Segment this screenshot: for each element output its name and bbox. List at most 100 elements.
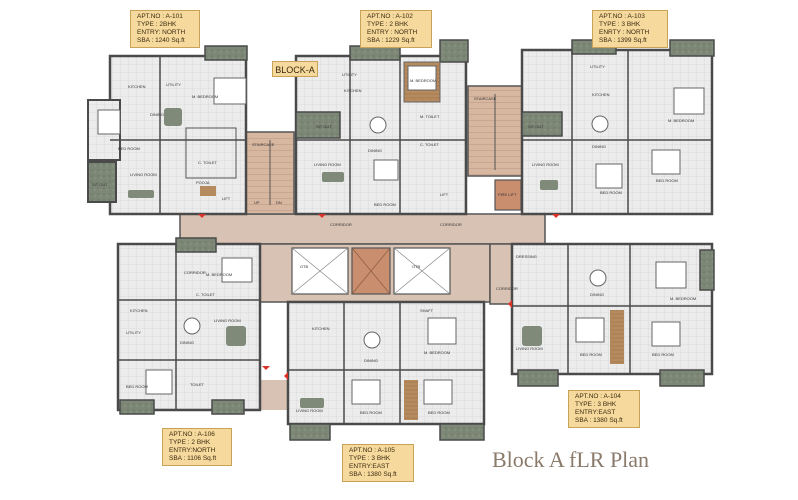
room-label: LIFT bbox=[222, 196, 231, 201]
room-label: KITCHEN bbox=[312, 326, 330, 331]
room-label: LIVING ROOM bbox=[516, 346, 543, 351]
info-line: APT.NO : A-103 bbox=[599, 13, 645, 20]
info-line: ENTRY : NORTH bbox=[367, 29, 418, 36]
room-label: KITCHEN bbox=[128, 84, 146, 89]
room-label: SHAFT bbox=[420, 308, 434, 313]
room-label: STAIRCASE bbox=[474, 96, 497, 101]
room-label: UTILITY bbox=[126, 330, 141, 335]
apartment-info-a102: APT.NO : A-102 TYPE : 2 BHK ENTRY : NORT… bbox=[360, 10, 432, 48]
room-label: KITCHEN bbox=[592, 92, 610, 97]
room-label: LIFT bbox=[440, 192, 449, 197]
room-label: CORRIDOR bbox=[184, 270, 206, 275]
info-line: APT.NO : A-101 bbox=[137, 13, 183, 20]
entry-markers bbox=[198, 214, 560, 380]
info-line: APT.NO : A-106 bbox=[169, 431, 215, 438]
room-label: DRESSING bbox=[516, 254, 537, 259]
room-label: DINING bbox=[368, 148, 382, 153]
room-label: FIRE LIFT bbox=[498, 192, 517, 197]
room-label: BED ROOM bbox=[652, 352, 674, 357]
room-label: M. BEDROOM bbox=[424, 350, 450, 355]
room-label: SIT OUT bbox=[316, 124, 332, 129]
apartment-info-a106: APT.NO : A-106 TYPE : 2 BHK ENTRY:NORTH … bbox=[162, 428, 232, 466]
room-label: SIT OUT bbox=[528, 124, 544, 129]
info-line: ENTRY:EAST bbox=[575, 409, 616, 416]
room-label: BED ROOM bbox=[126, 384, 148, 389]
apartment-a103 bbox=[520, 39, 715, 216]
room-label: DINING bbox=[150, 112, 164, 117]
room-label: BED ROOM bbox=[374, 202, 396, 207]
room-label: C. TOILET bbox=[198, 160, 218, 165]
room-label: LIVING ROOM bbox=[296, 408, 323, 413]
lift-well-center bbox=[351, 247, 391, 295]
room-label: CORRIDOR bbox=[496, 286, 518, 291]
room-label: POOJA bbox=[196, 180, 210, 185]
room-label: BED ROOM bbox=[600, 190, 622, 195]
room-label: M. TOILET bbox=[420, 114, 440, 119]
room-label: KITCHEN bbox=[130, 308, 148, 313]
room-label: LIVING ROOM bbox=[314, 162, 341, 167]
apartment-info-a103: APT.NO : A-103 TYPE : 3 BHK ENRTY : NORT… bbox=[592, 10, 668, 48]
room-label: DN bbox=[276, 200, 282, 205]
apartment-info-a101: APT.NO : A-101 TYPE : 2BHK ENTRY: NORTH … bbox=[130, 10, 200, 48]
room-label: UTILITY bbox=[590, 64, 605, 69]
info-line: SBA : 1106 Sq.ft bbox=[169, 455, 217, 462]
room-label: LIVING ROOM bbox=[130, 172, 157, 177]
info-line: SBA : 1229 Sq.ft bbox=[367, 37, 415, 44]
room-label: BED ROOM bbox=[580, 352, 602, 357]
info-line: TYPE : 2BHK bbox=[137, 21, 177, 28]
info-line: TYPE : 2 BHK bbox=[367, 21, 409, 28]
info-line: TYPE : 3 BHK bbox=[599, 21, 641, 28]
room-label: KITCHEN bbox=[344, 88, 362, 93]
info-line: SBA : 1399 Sq.ft bbox=[599, 37, 647, 44]
staircase-right bbox=[467, 85, 523, 177]
room-label: CORRIDOR bbox=[440, 222, 462, 227]
info-line: SBA : 1380 Sq.ft bbox=[575, 417, 623, 424]
info-line: ENTRY:NORTH bbox=[169, 447, 216, 454]
room-label: LIVING ROOM bbox=[532, 162, 559, 167]
room-label: M. BEDROOM bbox=[206, 272, 232, 277]
info-line: ENTRY:EAST bbox=[349, 463, 390, 470]
room-label: OTB bbox=[300, 264, 309, 269]
info-line: APT.NO : A-102 bbox=[367, 13, 413, 20]
room-label: DINING bbox=[364, 358, 378, 363]
room-label: STAIRCASE bbox=[252, 142, 275, 147]
room-label: DINING bbox=[590, 292, 604, 297]
room-label: BED ROOM bbox=[118, 146, 140, 151]
block-label: BLOCK-A bbox=[272, 61, 318, 77]
room-label: BED ROOM bbox=[656, 178, 678, 183]
cut-out-right bbox=[393, 247, 451, 295]
room-label: TOILET bbox=[190, 382, 204, 387]
room-label: UP bbox=[254, 200, 260, 205]
info-line: APT.NO : A-104 bbox=[575, 393, 621, 400]
room-label: BED ROOM bbox=[428, 410, 450, 415]
room-label: UTILITY bbox=[342, 72, 357, 77]
room-label: DINING bbox=[592, 144, 606, 149]
room-label: C. TOILET bbox=[196, 292, 216, 297]
cut-out-left bbox=[291, 247, 349, 295]
room-label: M. BEDROOM bbox=[410, 78, 436, 83]
info-line: APT.NO : A-105 bbox=[349, 447, 395, 454]
room-label: BED ROOM bbox=[360, 410, 382, 415]
room-label: C. TOILET bbox=[420, 142, 440, 147]
room-label: OTB bbox=[412, 264, 421, 269]
plan-title: Block A fLR Plan bbox=[492, 447, 650, 472]
info-line: TYPE : 2 BHK bbox=[169, 439, 211, 446]
info-line: SBA : 1380 Sq.ft bbox=[349, 471, 397, 478]
info-line: ENTRY: NORTH bbox=[137, 29, 186, 36]
apartment-a102 bbox=[294, 39, 469, 216]
room-label: UTILITY bbox=[166, 82, 181, 87]
info-line: ENRTY : NORTH bbox=[599, 29, 650, 36]
room-label: M. BEDROOM bbox=[192, 94, 218, 99]
info-line: SBA : 1240 Sq.ft bbox=[137, 37, 185, 44]
apartment-a104 bbox=[510, 242, 715, 387]
info-line: TYPE : 3 BHK bbox=[575, 401, 617, 408]
room-label: M. BEDROOM bbox=[670, 296, 696, 301]
room-label: LIVING ROOM bbox=[214, 318, 241, 323]
info-line: TYPE : 3 BHK bbox=[349, 455, 391, 462]
room-label: M. BEDROOM bbox=[668, 118, 694, 123]
room-label: DINING bbox=[180, 340, 194, 345]
apartment-a101 bbox=[87, 45, 248, 216]
apartment-a106 bbox=[116, 237, 262, 415]
apartment-info-a105: APT.NO : A-105 TYPE : 3 BHK ENTRY:EAST S… bbox=[342, 444, 414, 482]
